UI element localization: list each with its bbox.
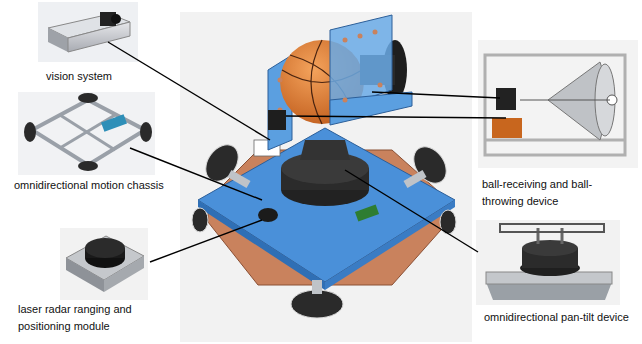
pan-tilt-picture bbox=[476, 220, 620, 305]
part-label: vision system bbox=[46, 68, 112, 85]
chassis-picture bbox=[18, 92, 155, 175]
ball-device-picture bbox=[478, 40, 638, 168]
part-label: laser radar ranging and positioning modu… bbox=[18, 301, 158, 335]
robot bbox=[180, 12, 472, 342]
part-label: omnidirectional motion chassis bbox=[14, 177, 164, 194]
laser-radar-picture bbox=[60, 228, 148, 300]
part-label: omnidirectional pan-tilt device bbox=[484, 309, 629, 326]
leader-lines bbox=[108, 42, 506, 262]
vision-system-picture bbox=[38, 2, 138, 62]
part-label: ball-receiving and ball-throwing device bbox=[482, 176, 604, 210]
